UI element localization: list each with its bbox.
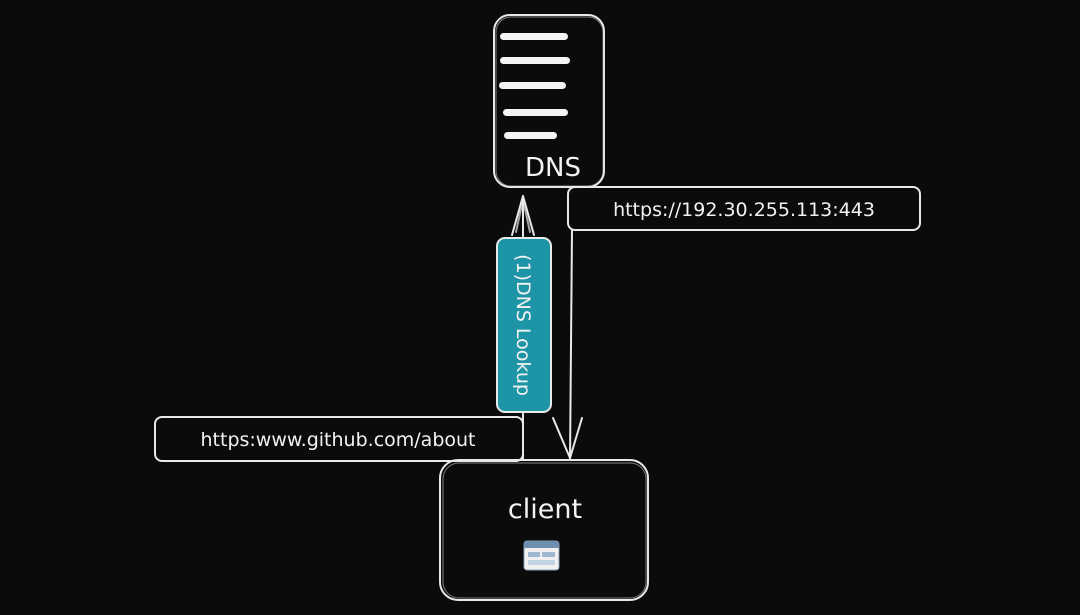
request-url-node: https:www.github.com/about [154, 416, 524, 462]
request-url-box [154, 416, 524, 462]
client-box [439, 459, 649, 601]
dns-lookup-step: (1)DNS Lookup [496, 237, 552, 413]
resolved-address-node: https://192.30.255.113:443 [567, 186, 921, 231]
resolved-address-label: https://192.30.255.113:443 [613, 199, 875, 221]
dns-server-label: DNS [525, 153, 581, 183]
lookup-arrow-up [511, 195, 535, 239]
dns-server-box-sketch [495, 16, 604, 187]
dns-lookup-label: (1)DNS Lookup [512, 254, 534, 396]
resolved-address-box [567, 186, 921, 231]
dns-server-node: DNS [493, 14, 605, 188]
browser-window-icon [523, 540, 560, 571]
client-label: client [508, 494, 582, 525]
request-url-label: https:www.github.com/about [201, 429, 476, 451]
response-arrow [552, 229, 583, 461]
dns-server-box [493, 14, 605, 188]
server-icon [499, 33, 570, 139]
client-box-sketch [442, 462, 647, 599]
client-node: client [439, 459, 649, 601]
